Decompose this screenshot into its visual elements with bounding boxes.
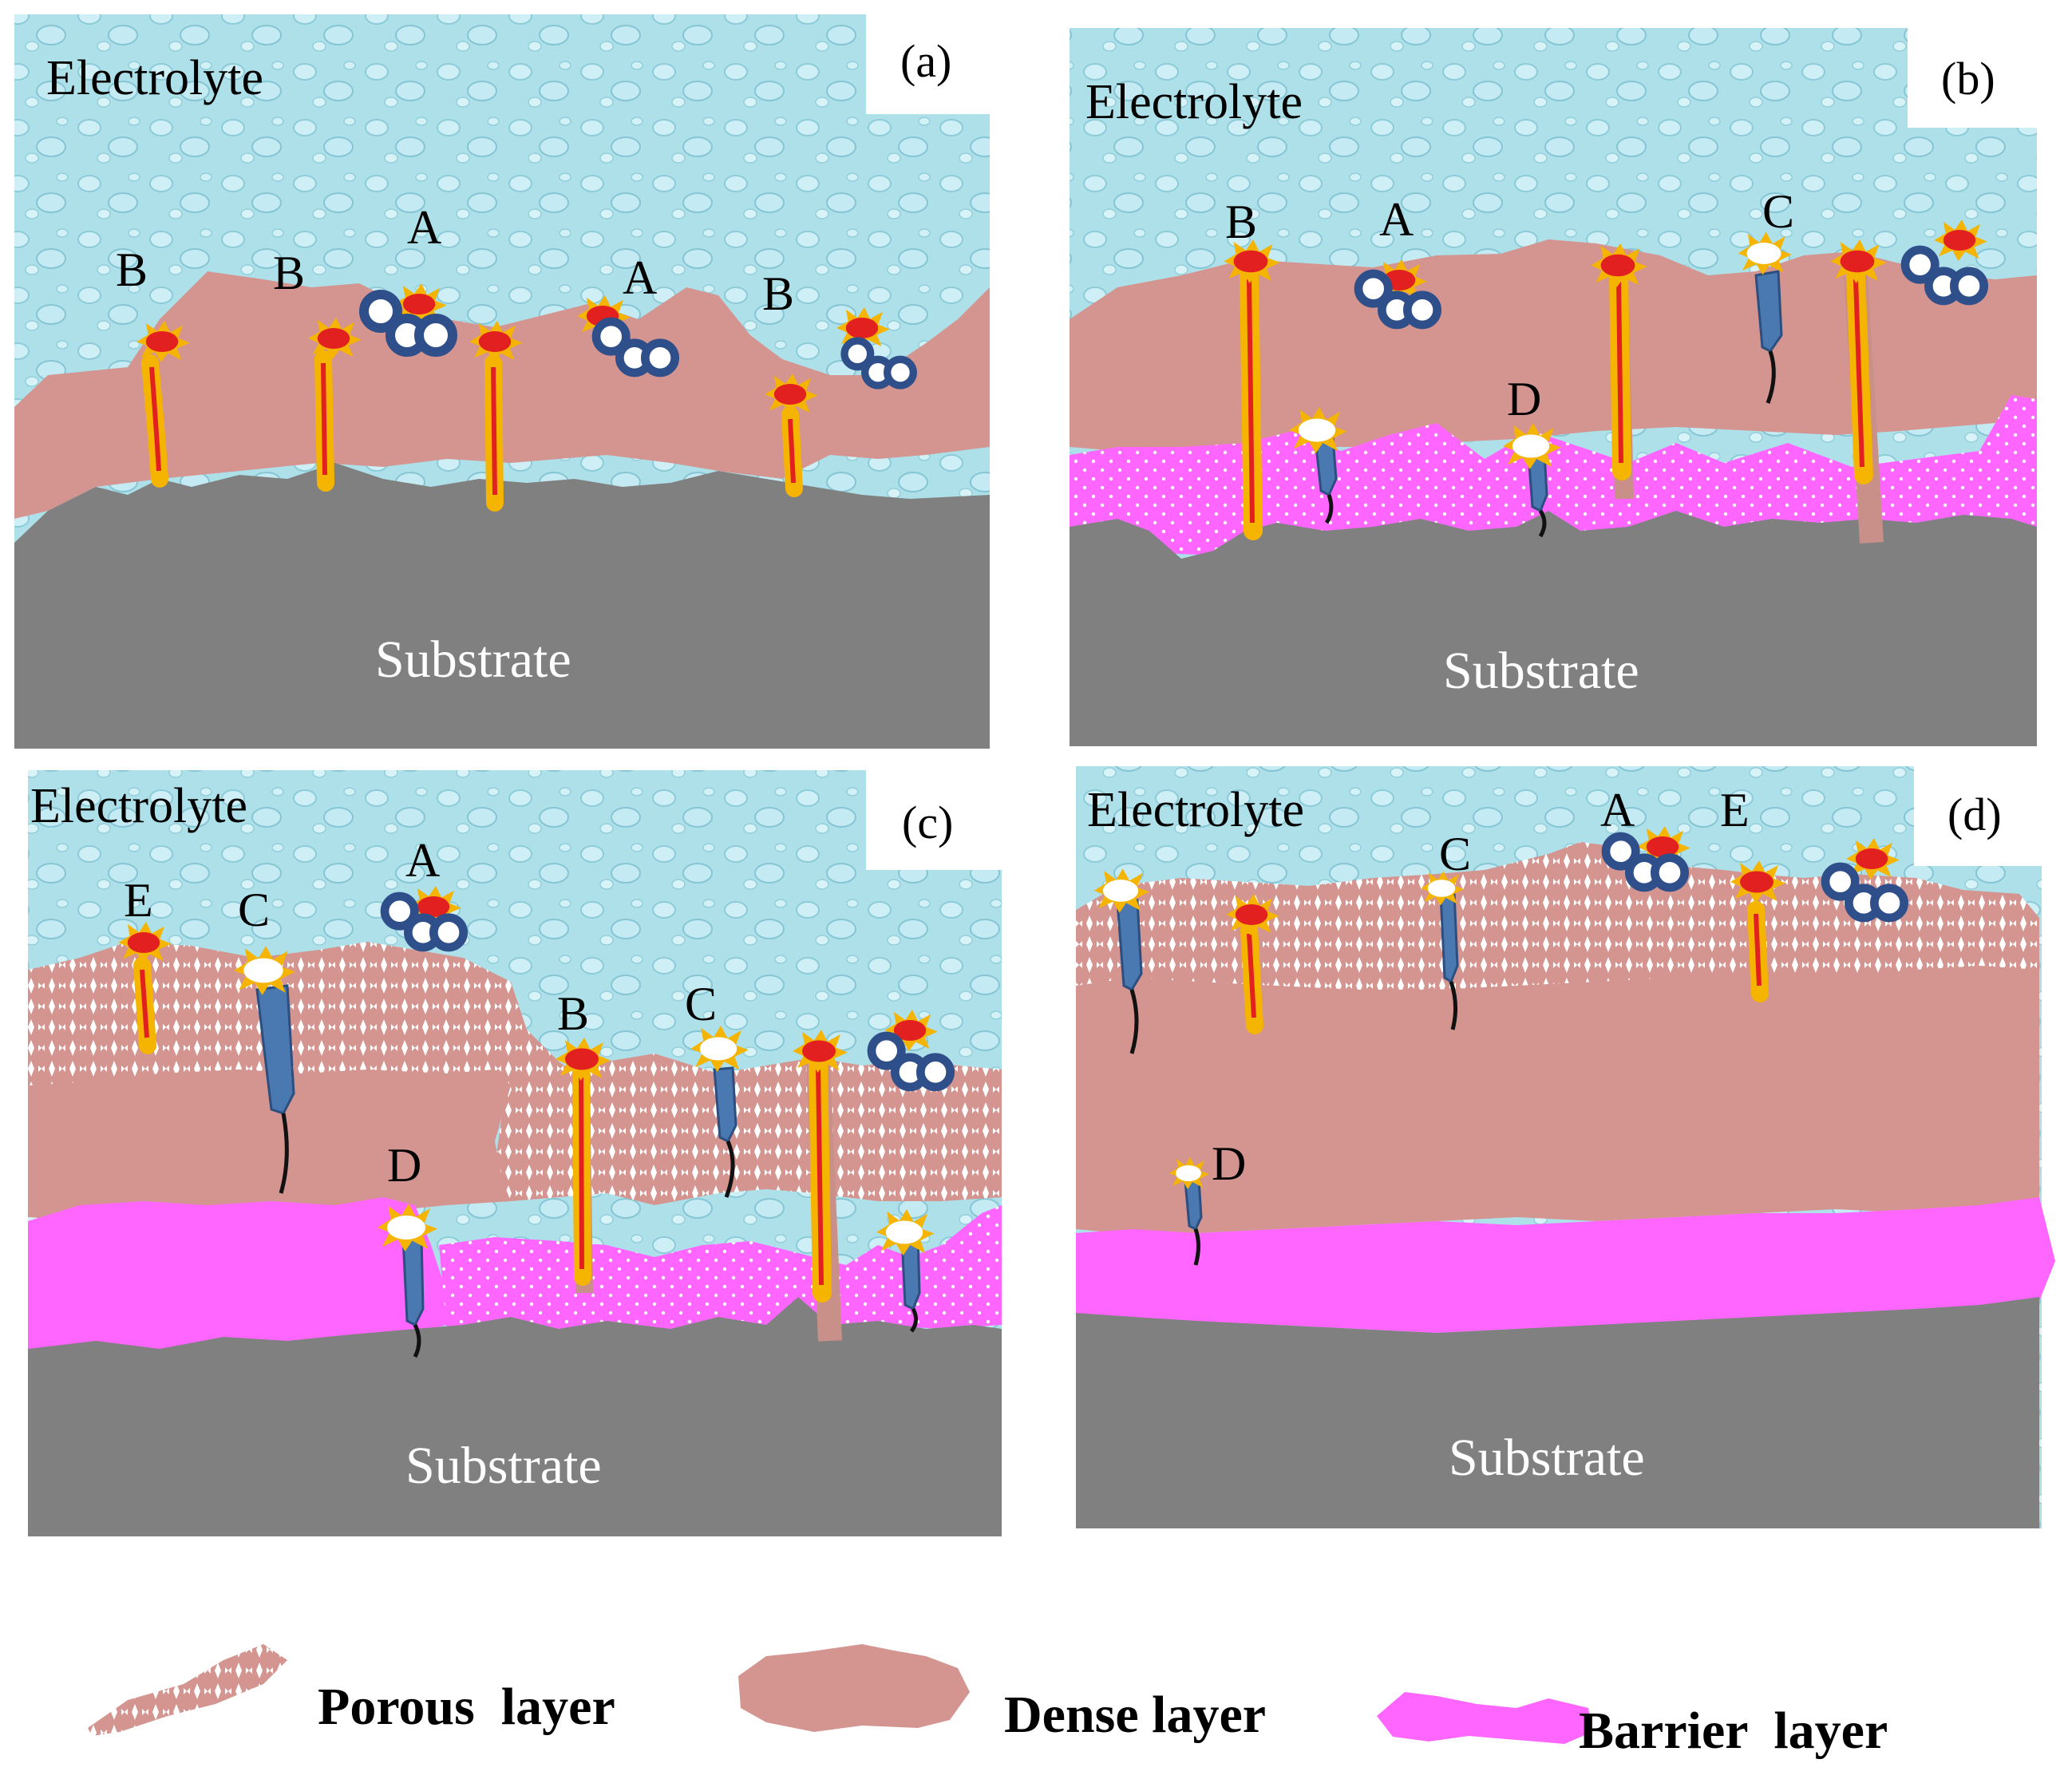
discharge-channel: [136, 321, 190, 488]
electrolyte-label: Electrolyte: [1085, 75, 1303, 129]
discharge-channel: [556, 1038, 611, 1294]
defect-d: [876, 1209, 935, 1333]
legend-item-porous: Porous layer: [88, 1644, 615, 1736]
defect-c: [234, 946, 295, 1194]
defect-c: [690, 1026, 749, 1198]
panel-tag: (b): [1941, 53, 1995, 105]
legend: Porous layer Dense layer Barrier layer: [88, 1644, 1888, 1760]
substrate: [14, 463, 990, 749]
marker-a: A: [407, 201, 441, 254]
dense-layer-swatch: [738, 1644, 970, 1732]
discharge-channel: [765, 374, 818, 497]
marker-b: B: [273, 247, 305, 299]
electrolyte-label: Electrolyte: [46, 51, 263, 105]
barrier-layer: [28, 1197, 447, 1357]
marker-a: A: [1600, 784, 1635, 836]
marker-b: B: [1225, 196, 1257, 248]
panel-a: Electrolyte (a) Substrate B: [14, 14, 994, 749]
discharge-channel: [308, 318, 362, 492]
barrier-layer: [1070, 395, 2037, 559]
barrier-layer: [1076, 1197, 2055, 1333]
defect-d: [378, 1204, 437, 1358]
substrate-label: Substrate: [1449, 1429, 1645, 1487]
marker-d: D: [387, 1139, 421, 1192]
defect-c: [1738, 231, 1792, 404]
electrolyte-label: Electrolyte: [1087, 783, 1304, 837]
marker-b: B: [762, 267, 794, 320]
legend-label: Dense layer: [1004, 1686, 1266, 1744]
substrate-label: Substrate: [1443, 642, 1639, 700]
panel-c: Electrolyte (c) Substrate: [28, 770, 1006, 1536]
dense-layer: [28, 1069, 511, 1221]
substrate: [28, 1297, 1002, 1536]
substrate-label: Substrate: [375, 631, 571, 689]
marker-d: D: [1212, 1137, 1246, 1190]
discharge-channel: [1224, 239, 1280, 540]
substrate: [1076, 1297, 2039, 1528]
defect-d: [1289, 407, 1347, 524]
legend-item-dense: Dense layer: [738, 1644, 1266, 1744]
substrate: [1070, 511, 2037, 746]
discharge-channel: [793, 1030, 848, 1342]
marker-a: A: [623, 251, 657, 304]
barrier-layer: [439, 1205, 1002, 1333]
discharge-channel: [1830, 239, 1887, 544]
discharge-channel: [118, 922, 172, 1054]
defect-d: [1169, 1157, 1209, 1266]
panel-d: Electrolyte (d) Substrate: [1076, 766, 2055, 1528]
marker-d: D: [1507, 373, 1541, 425]
panel-tag: (c): [902, 797, 953, 848]
marker-c: C: [1439, 828, 1471, 880]
marker-a: A: [1379, 193, 1414, 246]
marker-c: C: [685, 978, 717, 1030]
dense-layer: [1076, 966, 2039, 1233]
porous-layer: [495, 1054, 1002, 1205]
panel-tag: (a): [900, 35, 951, 87]
marker-b: B: [557, 987, 589, 1040]
marker-a: A: [405, 834, 440, 887]
marker-c: C: [1762, 185, 1794, 238]
electrolyte-label: Electrolyte: [30, 779, 247, 833]
panel-tag: (d): [1947, 789, 2002, 840]
panel-b: Electrolyte (b) Substrate: [1070, 28, 2039, 746]
substrate-label: Substrate: [405, 1437, 602, 1495]
legend-item-barrier: Barrier layer: [1377, 1692, 1888, 1760]
defect-d: [1503, 423, 1561, 538]
discharge-channel: [1730, 860, 1785, 1002]
defect-c: [1421, 871, 1464, 1030]
legend-label: Barrier layer: [1579, 1702, 1888, 1760]
porous-layer: [1076, 842, 2039, 1002]
defect-c: [1093, 868, 1149, 1054]
marker-b: B: [116, 243, 148, 296]
barrier-layer-swatch: [1377, 1692, 1592, 1744]
dense-layer: [1070, 239, 2037, 451]
legend-label: Porous layer: [318, 1678, 615, 1736]
marker-e: E: [1720, 784, 1750, 836]
discharge-channel: [1226, 894, 1279, 1034]
porous-layer: [28, 942, 575, 1105]
marker-c: C: [238, 884, 270, 936]
porous-layer-swatch: [88, 1644, 287, 1736]
marker-e: E: [124, 874, 153, 927]
discharge-channel: [469, 321, 523, 512]
discharge-channel: [1591, 243, 1647, 500]
